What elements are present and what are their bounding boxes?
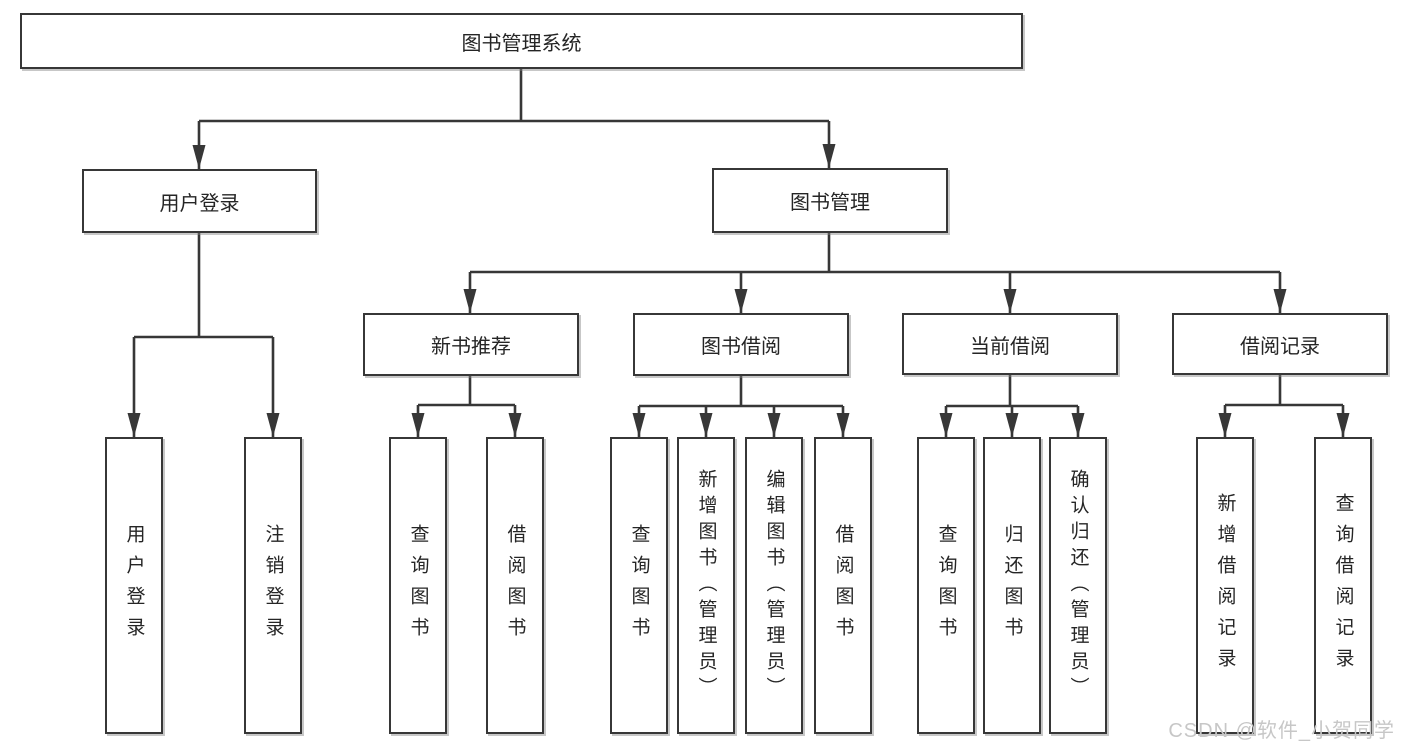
arrow-down-icon bbox=[822, 144, 836, 168]
node-label: 用户登录 bbox=[123, 523, 145, 648]
node-label: 图书管理系统 bbox=[461, 32, 582, 55]
csdn-watermark: CSDN @软件_小贺同学 bbox=[1168, 720, 1395, 742]
leaf-borrowing-query-books: 查询图书 bbox=[610, 437, 668, 734]
node-label: 查询借阅记录 bbox=[1332, 492, 1354, 679]
arrow-down-icon bbox=[1218, 413, 1232, 437]
arrow-down-icon bbox=[266, 413, 280, 437]
leaf-borrowing-edit-books-admin: 编辑图书（管理员） bbox=[745, 437, 803, 734]
node-label: 图书管理 bbox=[790, 192, 870, 214]
node-new-book-recommend: 新书推荐 bbox=[363, 313, 579, 376]
node-user-login: 用户登录 bbox=[82, 169, 317, 233]
leaf-logout: 注销登录 bbox=[244, 437, 302, 734]
node-current-borrowing: 当前借阅 bbox=[902, 313, 1118, 375]
arrow-down-icon bbox=[1273, 289, 1287, 313]
node-label: 确认归还（管理员） bbox=[1067, 468, 1089, 703]
arrow-down-icon bbox=[192, 145, 206, 169]
arrow-down-icon bbox=[463, 289, 477, 313]
arrow-down-icon bbox=[1336, 413, 1350, 437]
arrow-down-icon bbox=[411, 413, 425, 437]
node-book-management: 图书管理 bbox=[712, 168, 948, 233]
node-label: 查询图书 bbox=[628, 523, 650, 648]
node-book-borrowing: 图书借阅 bbox=[633, 313, 849, 376]
arrow-down-icon bbox=[1005, 413, 1019, 437]
leaf-records-query-borrow-record: 查询借阅记录 bbox=[1314, 437, 1372, 734]
node-label: 注销登录 bbox=[262, 523, 284, 648]
leaf-current-confirm-return-admin: 确认归还（管理员） bbox=[1049, 437, 1107, 734]
arrow-down-icon bbox=[939, 413, 953, 437]
arrow-down-icon bbox=[836, 413, 850, 437]
leaf-borrowing-borrow-books: 借阅图书 bbox=[814, 437, 872, 734]
arrow-down-icon bbox=[127, 413, 141, 437]
leaf-current-query-books: 查询图书 bbox=[917, 437, 975, 734]
node-book-management-system: 图书管理系统 bbox=[20, 13, 1023, 69]
node-label: 新增图书（管理员） bbox=[695, 468, 717, 703]
arrow-down-icon bbox=[508, 413, 522, 437]
leaf-current-return-books: 归还图书 bbox=[983, 437, 1041, 734]
arrow-down-icon bbox=[734, 289, 748, 313]
node-label: 图书借阅 bbox=[701, 336, 781, 358]
leaf-newbook-query-books: 查询图书 bbox=[389, 437, 447, 734]
arrow-down-icon bbox=[1003, 289, 1017, 313]
node-label: 当前借阅 bbox=[970, 335, 1050, 358]
leaf-newbook-borrow-books: 借阅图书 bbox=[486, 437, 544, 734]
node-label: 新增借阅记录 bbox=[1214, 492, 1236, 679]
leaf-user-login: 用户登录 bbox=[105, 437, 163, 734]
arrow-down-icon bbox=[767, 413, 781, 437]
node-label: 用户登录 bbox=[159, 192, 240, 215]
arrow-down-icon bbox=[632, 413, 646, 437]
node-label: 查询图书 bbox=[407, 523, 429, 648]
leaf-records-add-borrow-record: 新增借阅记录 bbox=[1196, 437, 1254, 734]
node-label: 新书推荐 bbox=[431, 336, 511, 358]
node-label: 查询图书 bbox=[935, 523, 957, 648]
arrowheads bbox=[127, 144, 1350, 437]
leaf-borrowing-add-books-admin: 新增图书（管理员） bbox=[677, 437, 735, 734]
node-label: 借阅图书 bbox=[504, 523, 526, 648]
node-label: 借阅图书 bbox=[832, 523, 854, 648]
arrow-down-icon bbox=[1071, 413, 1085, 437]
node-label: 归还图书 bbox=[1001, 523, 1023, 648]
node-label: 编辑图书（管理员） bbox=[763, 468, 785, 703]
arrow-down-icon bbox=[699, 413, 713, 437]
node-label: 借阅记录 bbox=[1240, 335, 1320, 358]
tree-connectors bbox=[132, 69, 1345, 437]
node-borrowing-records: 借阅记录 bbox=[1172, 313, 1388, 375]
